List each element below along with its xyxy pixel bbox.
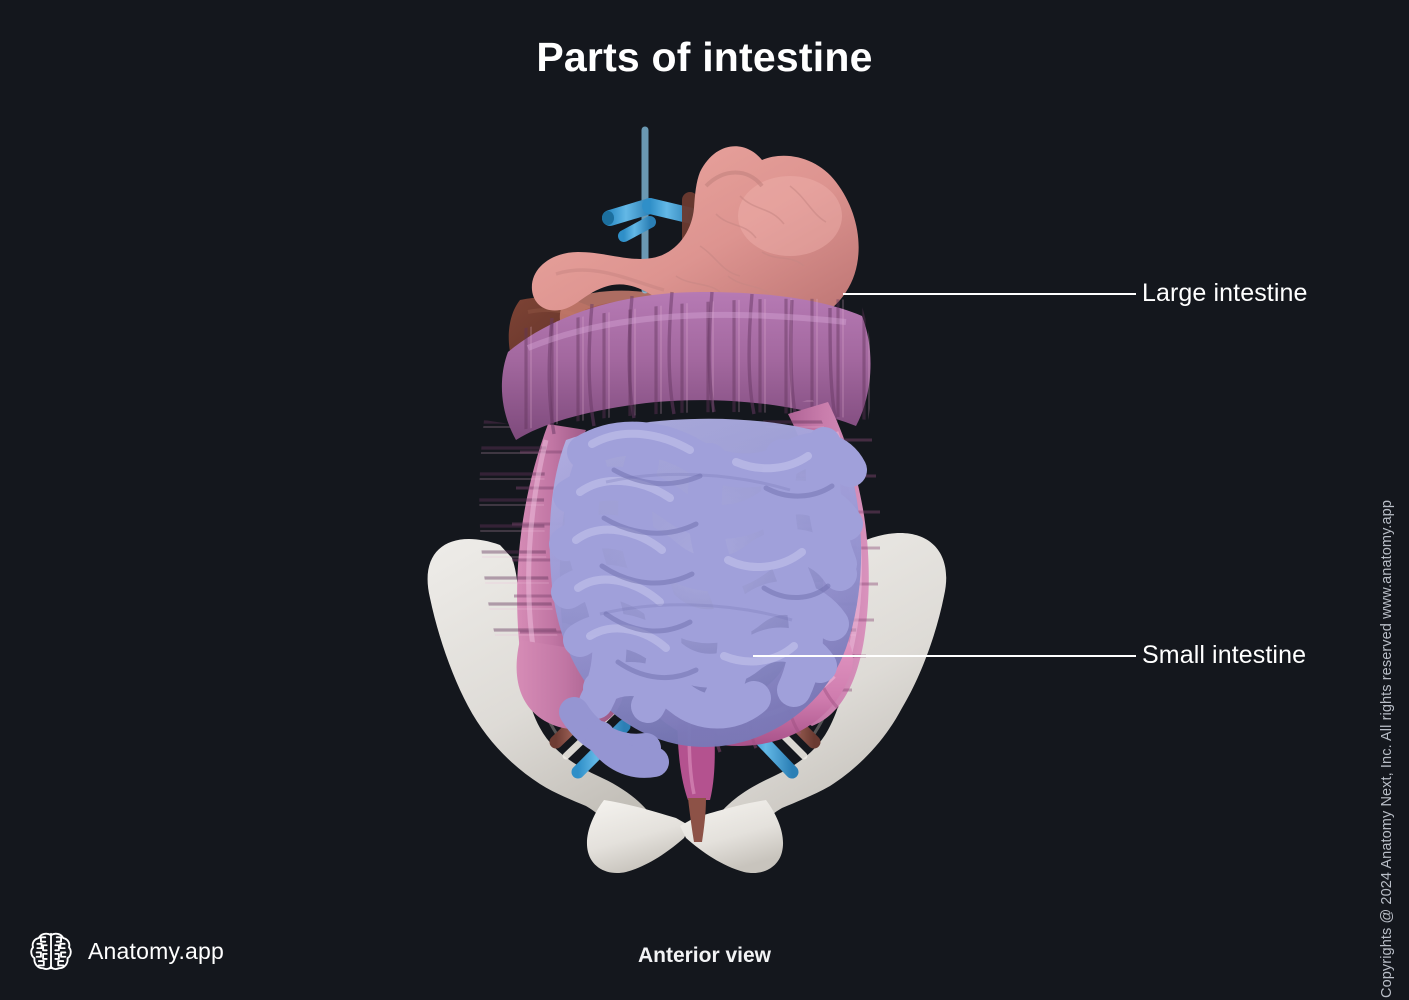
pelvic-bone-structure — [427, 532, 947, 874]
inferior-vena-cava — [602, 103, 700, 315]
duodenum-pancreas-region — [559, 290, 710, 365]
leader-line-small-intestine — [753, 655, 1136, 657]
logo-text: Anatomy.app — [88, 937, 225, 964]
iliac-vessels — [549, 693, 821, 779]
label-small-intestine[interactable]: Small intestine — [1142, 641, 1307, 669]
mesentery-shading — [599, 472, 793, 622]
brand-logo[interactable]: Anatomy.app — [28, 928, 224, 974]
large-intestine — [479, 291, 880, 842]
label-large-intestine[interactable]: Large intestine — [1142, 279, 1308, 307]
small-intestine — [549, 418, 867, 778]
copyright-notice: Copyrights @ 2024 Anatomy Next, Inc. All… — [1379, 500, 1395, 998]
liver — [508, 297, 624, 392]
view-caption: Anterior view — [637, 944, 772, 967]
page-title: Parts of intestine — [536, 34, 873, 80]
brain-icon — [30, 932, 72, 970]
leader-line-large-intestine — [843, 293, 1136, 295]
stomach — [531, 146, 859, 332]
